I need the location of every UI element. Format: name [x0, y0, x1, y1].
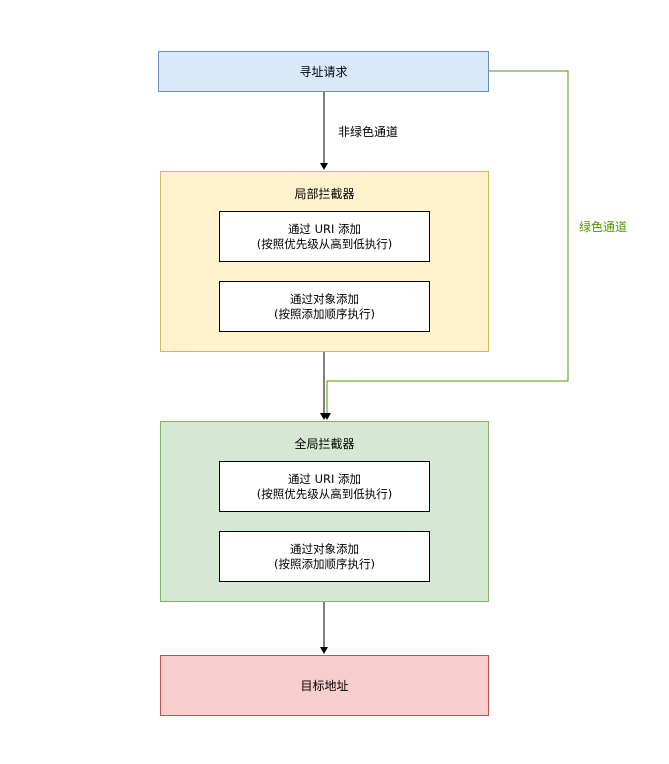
- global-object-line2: (按照添加顺序执行): [274, 556, 375, 571]
- global-uri-box: 通过 URI 添加 (按照优先级从高到低执行): [219, 461, 430, 512]
- local-uri-line2: (按照优先级从高到低执行): [256, 236, 393, 251]
- local-interceptor-title: 局部拦截器: [294, 187, 355, 201]
- local-object-box: 通过对象添加 (按照添加顺序执行): [219, 281, 430, 332]
- global-object-box: 通过对象添加 (按照添加顺序执行): [219, 531, 430, 582]
- non-green-channel-label: 非绿色通道: [338, 125, 399, 139]
- local-uri-line1: 通过 URI 添加: [287, 221, 362, 236]
- global-uri-line2: (按照优先级从高到低执行): [256, 486, 393, 501]
- local-object-line2: (按照添加顺序执行): [274, 306, 375, 321]
- edge-green-channel: [323, 70, 569, 420]
- global-interceptor-title: 全局拦截器: [294, 437, 355, 451]
- global-object-line1: 通过对象添加: [290, 541, 359, 556]
- global-uri-line1: 通过 URI 添加: [287, 471, 362, 486]
- target-label: 目标地址: [300, 679, 349, 693]
- local-object-line1: 通过对象添加: [290, 291, 359, 306]
- target-node: 目标地址: [160, 655, 489, 716]
- local-uri-box: 通过 URI 添加 (按照优先级从高到低执行): [219, 211, 430, 262]
- green-channel-label: 绿色通道: [579, 220, 628, 234]
- request-label: 寻址请求: [299, 65, 348, 79]
- request-node: 寻址请求: [158, 51, 489, 92]
